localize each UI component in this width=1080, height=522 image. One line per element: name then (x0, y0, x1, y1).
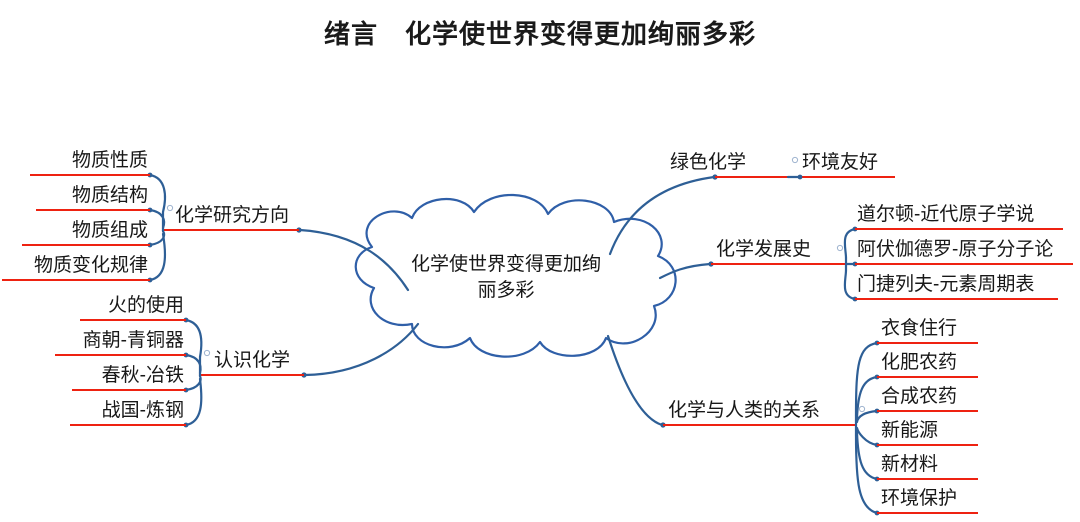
center-node-cloud[interactable] (354, 193, 677, 358)
node-dalton[interactable]: 道尔顿-近代原子学说 (857, 204, 1035, 225)
brace-endpoints-know (183, 317, 189, 428)
node-avogadro[interactable]: 阿伏伽德罗-原子分子论 (857, 239, 1054, 260)
child-underlines-history (855, 227, 1073, 301)
node-material-structure[interactable]: 物质结构 (71, 185, 148, 206)
cloud-branch-connectors (298, 175, 716, 427)
center-node-label[interactable]: 化学使世界变得更加绚 丽多彩 (410, 254, 601, 301)
node-zhanguo-steel[interactable]: 战国-炼钢 (101, 400, 184, 421)
connector-humanity (606, 334, 664, 427)
collapse-handle-history (836, 244, 844, 252)
collapse-handle-know (203, 349, 211, 357)
node-food-clothing-housing-transport[interactable]: 衣食住行 (881, 318, 958, 339)
brace-research-direction (148, 173, 167, 282)
node-material-composition[interactable]: 物质组成 (71, 220, 148, 241)
page-title: 绪言 化学使世界变得更加绚丽多彩 (323, 19, 756, 49)
node-new-materials[interactable]: 新材料 (881, 454, 939, 475)
node-shang-bronze[interactable]: 商朝-青铜器 (82, 330, 184, 351)
node-chemistry-and-humanity[interactable]: 化学与人类的关系 (668, 400, 821, 421)
branch-underlines (163, 175, 856, 427)
collapse-handle-humanity (858, 405, 866, 413)
node-fertilizer-pesticide[interactable]: 化肥农药 (881, 352, 958, 373)
connector-history (658, 262, 712, 280)
connector-green-chemistry (608, 175, 716, 256)
node-research-direction[interactable]: 化学研究方向 (175, 205, 290, 226)
collapse-handle-research (166, 204, 174, 212)
node-material-change-law[interactable]: 物质变化规律 (33, 255, 148, 276)
brace-endpoints-research (147, 172, 153, 283)
node-material-property[interactable]: 物质性质 (71, 150, 148, 171)
child-underlines-research (2, 173, 150, 282)
node-synthetic-pesticide[interactable]: 合成农药 (881, 386, 958, 407)
node-eco-friendly[interactable]: 环境友好 (802, 152, 879, 173)
endpoint-eco-friendly (797, 174, 803, 180)
node-environmental-protection[interactable]: 环境保护 (881, 488, 958, 509)
child-underlines-know (55, 318, 186, 427)
child-underlines-humanity (877, 341, 978, 515)
node-mendeleev[interactable]: 门捷列夫-元素周期表 (857, 274, 1035, 295)
collapse-handle-green (791, 156, 799, 164)
node-use-of-fire[interactable]: 火的使用 (107, 295, 184, 316)
node-new-energy[interactable]: 新能源 (881, 420, 939, 441)
node-history-of-chemistry[interactable]: 化学发展史 (716, 239, 812, 260)
collapse-handles[interactable] (166, 156, 866, 413)
brace-endpoints-humanity (874, 340, 880, 516)
node-green-chemistry[interactable]: 绿色化学 (670, 152, 747, 173)
brace-know-chemistry (184, 318, 203, 427)
connector-research-direction (298, 228, 410, 292)
node-know-chemistry[interactable]: 认识化学 (214, 350, 291, 371)
connector-know-chemistry (303, 322, 420, 377)
node-chunqiu-iron[interactable]: 春秋-冶铁 (101, 365, 184, 386)
brace-humanity (854, 341, 879, 515)
